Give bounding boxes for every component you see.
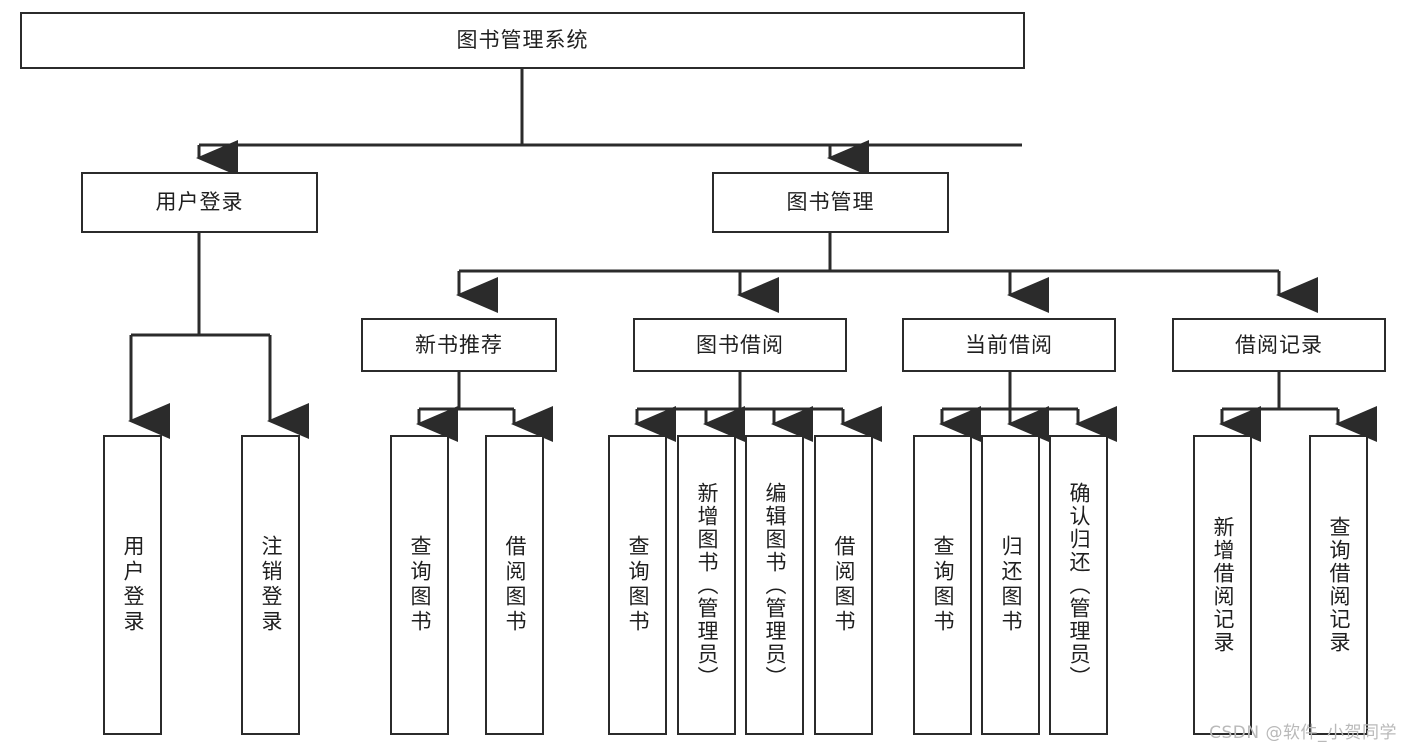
node-leaf-query-book-1-label: 查询图书 bbox=[407, 535, 432, 635]
node-leaf-add-record-label: 新增借阅记录 bbox=[1210, 516, 1235, 654]
node-leaf-return-book[interactable]: 归还图书 bbox=[981, 435, 1040, 735]
node-leaf-edit-book-label: 编辑图书（管理员） bbox=[762, 481, 787, 689]
node-leaf-add-book[interactable]: 新增图书（管理员） bbox=[677, 435, 736, 735]
node-leaf-logout[interactable]: 注销登录 bbox=[241, 435, 300, 735]
node-current-borrow-label: 当前借阅 bbox=[965, 332, 1053, 357]
node-leaf-borrow-book-2[interactable]: 借阅图书 bbox=[814, 435, 873, 735]
node-leaf-logout-label: 注销登录 bbox=[258, 535, 283, 635]
node-leaf-query-book-1[interactable]: 查询图书 bbox=[390, 435, 449, 735]
node-leaf-borrow-book-2-label: 借阅图书 bbox=[831, 535, 856, 635]
node-leaf-add-record[interactable]: 新增借阅记录 bbox=[1193, 435, 1252, 735]
node-user-login[interactable]: 用户登录 bbox=[81, 172, 318, 233]
node-leaf-query-record[interactable]: 查询借阅记录 bbox=[1309, 435, 1368, 735]
node-leaf-query-book-3[interactable]: 查询图书 bbox=[913, 435, 972, 735]
node-root-label: 图书管理系统 bbox=[456, 28, 589, 53]
node-book-borrow-label: 图书借阅 bbox=[696, 332, 784, 357]
node-root[interactable]: 图书管理系统 bbox=[20, 12, 1025, 69]
node-leaf-user-login-label: 用户登录 bbox=[120, 535, 145, 635]
node-borrow-record[interactable]: 借阅记录 bbox=[1172, 318, 1386, 372]
node-leaf-add-book-label: 新增图书（管理员） bbox=[694, 481, 719, 689]
node-new-book-rec[interactable]: 新书推荐 bbox=[361, 318, 557, 372]
node-leaf-confirm-return[interactable]: 确认归还（管理员） bbox=[1049, 435, 1108, 735]
node-book-borrow[interactable]: 图书借阅 bbox=[633, 318, 847, 372]
node-user-login-label: 用户登录 bbox=[155, 190, 244, 215]
node-leaf-borrow-book-1-label: 借阅图书 bbox=[502, 535, 527, 635]
csdn-watermark: CSDN @软件_小贺同学 bbox=[1209, 723, 1397, 743]
node-leaf-query-book-2-label: 查询图书 bbox=[625, 535, 650, 635]
node-current-borrow[interactable]: 当前借阅 bbox=[902, 318, 1116, 372]
node-book-manage[interactable]: 图书管理 bbox=[712, 172, 949, 233]
node-borrow-record-label: 借阅记录 bbox=[1235, 332, 1323, 357]
node-leaf-query-record-label: 查询借阅记录 bbox=[1326, 516, 1351, 654]
node-leaf-query-book-2[interactable]: 查询图书 bbox=[608, 435, 667, 735]
node-leaf-user-login[interactable]: 用户登录 bbox=[103, 435, 162, 735]
node-leaf-query-book-3-label: 查询图书 bbox=[930, 535, 955, 635]
node-leaf-return-book-label: 归还图书 bbox=[998, 535, 1023, 635]
node-leaf-borrow-book-1[interactable]: 借阅图书 bbox=[485, 435, 544, 735]
node-new-book-rec-label: 新书推荐 bbox=[415, 332, 503, 357]
node-leaf-edit-book[interactable]: 编辑图书（管理员） bbox=[745, 435, 804, 735]
node-book-manage-label: 图书管理 bbox=[786, 190, 875, 215]
node-leaf-confirm-return-label: 确认归还（管理员） bbox=[1066, 481, 1091, 689]
